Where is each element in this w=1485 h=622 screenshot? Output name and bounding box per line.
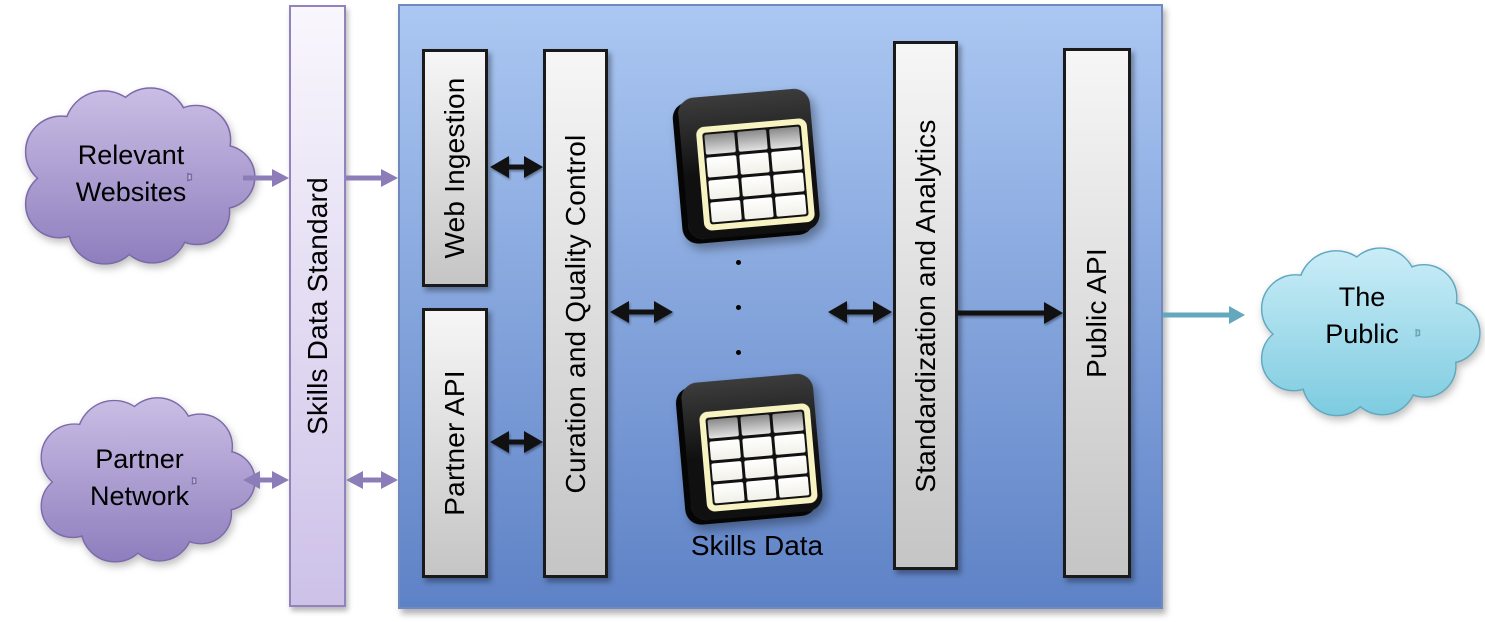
table-cell bbox=[706, 154, 738, 178]
table-cell bbox=[708, 177, 740, 200]
table-panel bbox=[698, 402, 819, 513]
web-ingestion-label: Web Ingestion bbox=[439, 77, 470, 259]
ellipsis-dot bbox=[736, 260, 741, 265]
table-cell bbox=[711, 460, 743, 482]
web-ingestion-box: Web Ingestion bbox=[422, 49, 488, 287]
curation-quality-control-box: Curation and Quality Control bbox=[543, 49, 608, 578]
table-cell bbox=[740, 174, 773, 197]
skills-data-standard-label: Skills Data Standard bbox=[301, 177, 333, 435]
public-api-box: Public API bbox=[1063, 48, 1131, 578]
relevant-websites-cloud: Relevant Websites bbox=[5, 78, 257, 270]
arrow-skills-data-to-standardization bbox=[828, 300, 892, 324]
table-header-cell bbox=[739, 414, 772, 436]
table-header-cell bbox=[769, 126, 801, 149]
table-header-cell bbox=[704, 132, 736, 155]
skills-data-standard-bar: Skills Data Standard bbox=[289, 5, 346, 607]
the-public-label: The Public bbox=[1325, 282, 1399, 349]
table-cell bbox=[776, 454, 808, 477]
cloud-shape-icon bbox=[24, 87, 256, 265]
ellipsis-dot bbox=[736, 305, 741, 310]
arrow-platform-to-public bbox=[1163, 303, 1245, 327]
database-table-icon bbox=[680, 372, 824, 522]
arrow-standardization-to-public-api bbox=[958, 301, 1063, 325]
arrow-standard-to-platform-bidirectional bbox=[346, 468, 398, 492]
arrow-curation-to-skills-data bbox=[610, 300, 673, 324]
table-header-cell bbox=[736, 129, 769, 152]
table-cell bbox=[771, 149, 803, 172]
database-table-icon bbox=[677, 87, 821, 241]
table-panel bbox=[695, 117, 816, 232]
cloud-shape-icon bbox=[1260, 247, 1481, 417]
arrow-websites-to-standard bbox=[243, 166, 289, 190]
cloud-shape-icon bbox=[40, 397, 256, 563]
relevant-websites-label: Relevant Websites bbox=[75, 140, 187, 207]
table-header-cell bbox=[772, 411, 804, 433]
standardization-analytics-box: Standardization and Analytics bbox=[893, 41, 958, 570]
table-cell bbox=[743, 457, 775, 479]
table-cell bbox=[745, 479, 777, 501]
curation-quality-control-label: Curation and Quality Control bbox=[559, 134, 591, 493]
ellipsis-dot bbox=[736, 350, 741, 355]
public-api-label: Public API bbox=[1081, 248, 1112, 378]
table-cell bbox=[713, 482, 745, 504]
table-cell bbox=[738, 152, 771, 175]
table-cell bbox=[775, 194, 807, 217]
partner-network-label: Partner Network bbox=[89, 444, 190, 511]
arrow-partner-to-standard-bidirectional bbox=[243, 468, 289, 492]
standardization-analytics-label: Standardization and Analytics bbox=[909, 118, 941, 493]
table-cell bbox=[778, 476, 810, 498]
arrow-standard-to-platform bbox=[346, 166, 398, 190]
partner-api-box: Partner API bbox=[422, 308, 488, 578]
arrow-web-ingestion-to-curation bbox=[490, 155, 543, 179]
table-grid bbox=[705, 409, 812, 506]
partner-api-label: Partner API bbox=[439, 370, 470, 516]
table-cell bbox=[710, 200, 742, 223]
table-cell bbox=[773, 171, 805, 195]
partner-network-cloud: Partner Network bbox=[22, 388, 257, 568]
table-cell bbox=[741, 436, 774, 458]
table-cell bbox=[742, 197, 775, 220]
arrow-partner-api-to-curation bbox=[490, 430, 543, 454]
the-public-cloud: The Public bbox=[1242, 215, 1482, 445]
table-cell bbox=[709, 438, 741, 461]
table-grid bbox=[702, 124, 809, 225]
skills-data-label: Skills Data bbox=[690, 530, 824, 561]
table-cell bbox=[774, 433, 806, 455]
table-header-cell bbox=[707, 417, 739, 439]
